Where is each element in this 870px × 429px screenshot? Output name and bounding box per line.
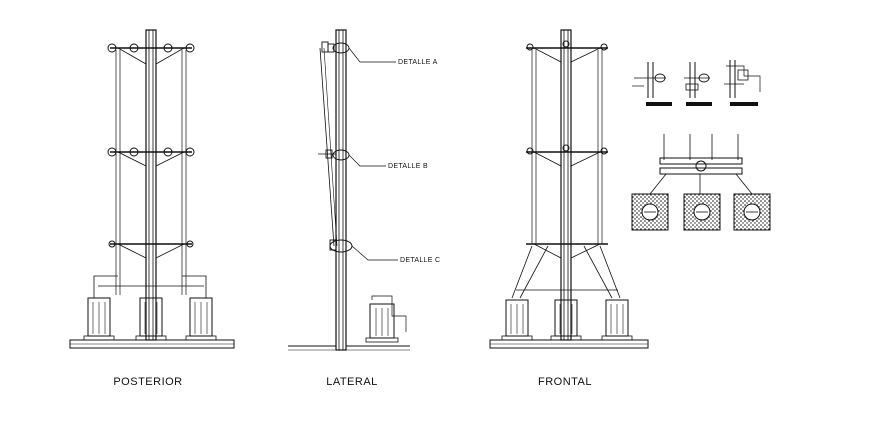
detail-c-sketch bbox=[724, 60, 761, 106]
posterior-crossarm-top bbox=[107, 43, 195, 65]
detail-base-center bbox=[683, 193, 721, 231]
detail-c-marker bbox=[329, 239, 398, 261]
crossarm-detail bbox=[649, 134, 753, 195]
lateral-view: DETALLE A DETALLE B DETALLE C LATERAL bbox=[288, 29, 440, 388]
frontal-crossarm-top bbox=[526, 40, 608, 63]
detail-a-sketch bbox=[632, 62, 672, 106]
posterior-view: POSTERIOR bbox=[69, 29, 235, 388]
frontal-transformer-left bbox=[501, 299, 533, 341]
detail-a-label: DETALLE A bbox=[398, 59, 438, 66]
detail-a-bar bbox=[646, 102, 672, 106]
frontal-label: FRONTAL bbox=[538, 376, 592, 388]
posterior-transformer-left bbox=[83, 297, 115, 341]
frontal-transformer-center bbox=[550, 299, 582, 341]
frontal-view: FRONTAL bbox=[489, 29, 649, 388]
frontal-pole bbox=[560, 29, 572, 341]
detail-base-right bbox=[733, 193, 771, 231]
posterior-label: POSTERIOR bbox=[113, 376, 182, 388]
frontal-transformer-right bbox=[601, 299, 633, 341]
posterior-crossarm-bottom bbox=[108, 240, 194, 259]
frontal-crossarm-middle bbox=[526, 144, 608, 167]
lateral-pole bbox=[335, 29, 347, 351]
detail-b-bar bbox=[686, 102, 712, 106]
detail-b-marker bbox=[318, 149, 386, 167]
detail-c-bar bbox=[730, 102, 758, 106]
frontal-crossarm-bottom bbox=[526, 243, 608, 259]
posterior-transformer-center bbox=[135, 297, 167, 341]
posterior-pole bbox=[145, 29, 157, 341]
lateral-transformer bbox=[365, 295, 407, 343]
detail-base-left bbox=[631, 193, 669, 231]
detail-b-sketch bbox=[684, 62, 712, 106]
detail-sketches bbox=[631, 60, 771, 231]
posterior-crossarm-middle bbox=[107, 147, 195, 167]
posterior-transformer-right bbox=[185, 297, 217, 341]
detail-a-marker bbox=[321, 41, 396, 63]
lateral-label: LATERAL bbox=[326, 376, 378, 388]
detail-b-label: DETALLE B bbox=[388, 163, 428, 170]
detail-c-label: DETALLE C bbox=[400, 257, 440, 264]
